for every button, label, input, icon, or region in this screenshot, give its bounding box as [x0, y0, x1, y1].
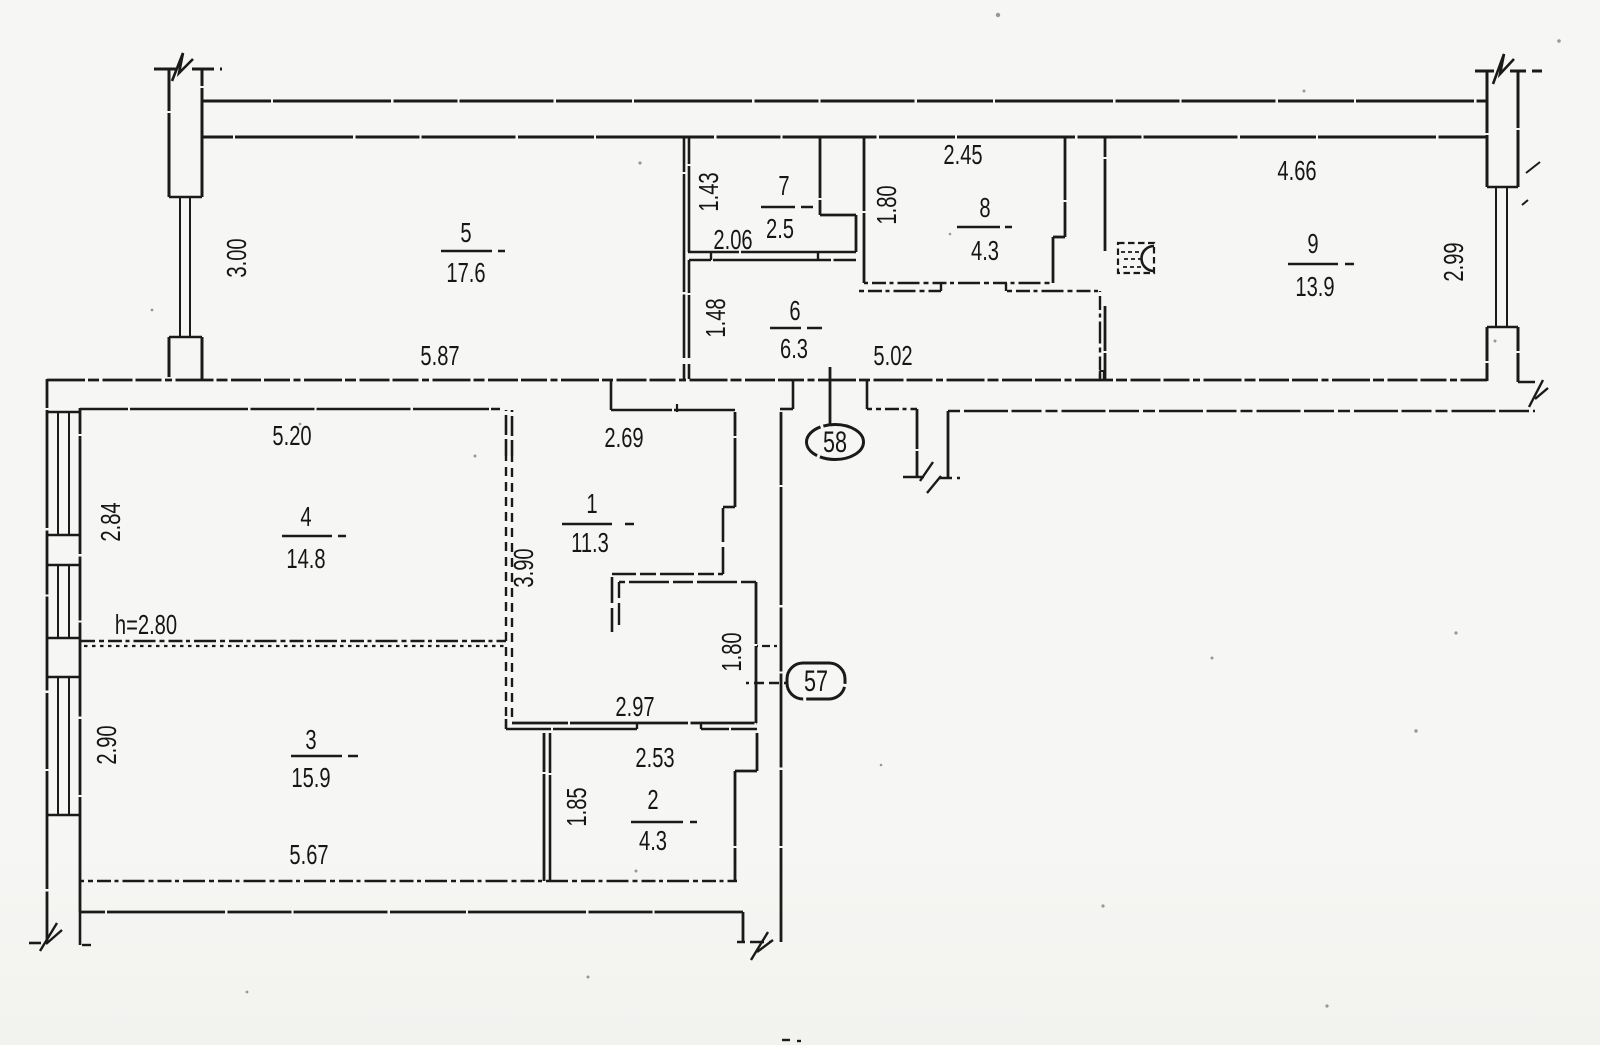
- svg-text:11.3: 11.3: [571, 528, 609, 559]
- svg-text:15.9: 15.9: [291, 763, 330, 794]
- svg-text:5.02: 5.02: [873, 341, 912, 372]
- svg-text:1: 1: [586, 489, 597, 520]
- svg-text:1.43: 1.43: [694, 172, 725, 211]
- svg-text:5.67: 5.67: [289, 840, 328, 871]
- svg-text:3.90: 3.90: [509, 548, 540, 587]
- svg-text:2.97: 2.97: [615, 692, 654, 723]
- svg-text:1.85: 1.85: [562, 787, 593, 826]
- svg-text:2.06: 2.06: [713, 225, 752, 256]
- svg-text:4: 4: [300, 502, 311, 533]
- svg-text:4.3: 4.3: [971, 236, 999, 267]
- svg-text:2.5: 2.5: [766, 214, 794, 245]
- svg-text:4.66: 4.66: [1277, 156, 1316, 187]
- svg-text:6.3: 6.3: [780, 334, 808, 365]
- svg-text:h=2.80: h=2.80: [115, 610, 177, 641]
- svg-text:58: 58: [823, 424, 847, 458]
- svg-text:5: 5: [460, 218, 471, 249]
- svg-text:2.69: 2.69: [604, 423, 643, 454]
- svg-text:5.87: 5.87: [420, 341, 459, 372]
- svg-text:8: 8: [979, 193, 990, 224]
- svg-text:17.6: 17.6: [446, 258, 485, 289]
- svg-text:14.8: 14.8: [286, 544, 325, 575]
- svg-text:3: 3: [305, 725, 316, 756]
- svg-text:3.00: 3.00: [222, 238, 253, 277]
- svg-text:7: 7: [778, 171, 789, 202]
- svg-text:2.99: 2.99: [1439, 242, 1470, 281]
- svg-text:1.80: 1.80: [717, 632, 748, 671]
- svg-text:2.53: 2.53: [635, 743, 674, 774]
- svg-text:2.45: 2.45: [943, 140, 982, 171]
- svg-text:2: 2: [647, 785, 658, 816]
- svg-text:13.9: 13.9: [1295, 272, 1334, 303]
- svg-text:57: 57: [804, 663, 828, 697]
- svg-text:4.3: 4.3: [639, 826, 667, 857]
- svg-text:2.84: 2.84: [96, 502, 127, 541]
- svg-text:6: 6: [789, 296, 800, 327]
- svg-text:2.90: 2.90: [92, 725, 123, 764]
- svg-text:1.48: 1.48: [701, 298, 732, 337]
- svg-text:5.20: 5.20: [272, 421, 311, 452]
- svg-text:9: 9: [1307, 229, 1318, 260]
- svg-text:1.80: 1.80: [872, 185, 903, 224]
